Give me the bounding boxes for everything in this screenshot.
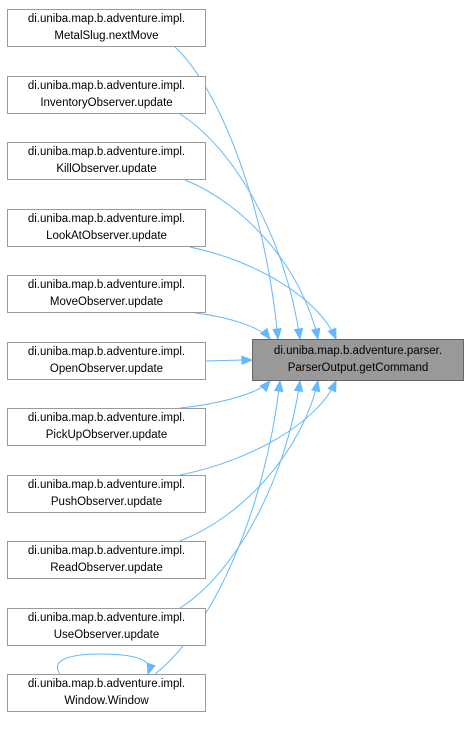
caller-node-package: di.uniba.map.b.adventure.impl. xyxy=(27,213,186,225)
target-node-method: ParserOutput.getCommand xyxy=(287,362,429,374)
target-node-package: di.uniba.map.b.adventure.parser. xyxy=(273,345,443,357)
arrowhead-read-observer-update xyxy=(311,379,321,393)
edge-push-observer-update-to-get-command xyxy=(179,380,337,476)
caller-node-metalslug-next-move[interactable]: di.uniba.map.b.adventure.impl. MetalSlug.… xyxy=(7,9,206,47)
caller-node-push-observer-update[interactable]: di.uniba.map.b.adventure.impl. PushObserv… xyxy=(7,475,206,513)
caller-node-package: di.uniba.map.b.adventure.impl. xyxy=(27,146,186,158)
edge-use-observer-update-to-get-command xyxy=(179,380,301,609)
arrowhead-use-observer-update xyxy=(293,379,304,393)
caller-node-inventory-observer-update[interactable]: di.uniba.map.b.adventure.impl. InventoryO… xyxy=(7,76,206,114)
arrowhead-open-observer-update xyxy=(241,355,254,365)
arrowhead-window-window xyxy=(274,379,284,392)
caller-node-method: PushObserver.update xyxy=(50,496,163,508)
caller-node-method: LookAtObserver.update xyxy=(46,230,167,242)
caller-node-package: di.uniba.map.b.adventure.impl. xyxy=(27,612,186,624)
caller-node-use-observer-update[interactable]: di.uniba.map.b.adventure.impl. UseObserve… xyxy=(7,608,206,646)
arrowhead-move-observer-update xyxy=(259,327,271,341)
caller-node-package: di.uniba.map.b.adventure.impl. xyxy=(27,479,186,491)
arrowhead-push-observer-update xyxy=(327,379,337,393)
caller-node-method: Window.Window xyxy=(64,695,149,707)
caller-node-method: KillObserver.update xyxy=(56,163,157,175)
edge-metalslug-next-move-to-get-command xyxy=(174,46,279,340)
caller-node-window-window[interactable]: di.uniba.map.b.adventure.impl. Window.Win… xyxy=(7,674,206,712)
target-node-parser-output-get-command[interactable]: di.uniba.map.b.adventure.parser. ParserO… xyxy=(252,339,464,381)
edge-read-observer-update-to-get-command xyxy=(179,380,319,542)
arrowhead-window-self-loop xyxy=(146,662,156,676)
caller-node-method: ReadObserver.update xyxy=(50,562,163,574)
caller-node-package: di.uniba.map.b.adventure.impl. xyxy=(27,13,186,25)
caller-node-kill-observer-update[interactable]: di.uniba.map.b.adventure.impl. KillObserv… xyxy=(7,142,206,180)
caller-node-package: di.uniba.map.b.adventure.impl. xyxy=(27,412,186,424)
arrowhead-metalslug-next-move xyxy=(272,328,282,341)
caller-node-method: PickUpObserver.update xyxy=(45,429,168,441)
caller-node-method: UseObserver.update xyxy=(53,629,160,641)
arrowhead-lookat-observer-update xyxy=(327,327,337,341)
caller-node-open-observer-update[interactable]: di.uniba.map.b.adventure.impl. OpenObserv… xyxy=(7,342,206,380)
arrowhead-inventory-observer-update xyxy=(293,327,304,341)
caller-node-package: di.uniba.map.b.adventure.impl. xyxy=(27,279,186,291)
caller-node-package: di.uniba.map.b.adventure.impl. xyxy=(27,346,186,358)
edge-pickup-observer-update-to-get-command xyxy=(179,380,271,409)
caller-node-read-observer-update[interactable]: di.uniba.map.b.adventure.impl. ReadObserv… xyxy=(7,541,206,579)
caller-node-package: di.uniba.map.b.adventure.impl. xyxy=(27,545,186,557)
caller-node-package: di.uniba.map.b.adventure.impl. xyxy=(27,80,186,92)
edge-move-observer-update-to-get-command xyxy=(194,312,271,340)
edge-kill-observer-update-to-get-command xyxy=(184,179,319,340)
edge-lookat-observer-update-to-get-command xyxy=(189,246,337,340)
caller-node-pickup-observer-update[interactable]: di.uniba.map.b.adventure.impl. PickUpObse… xyxy=(7,408,206,446)
edge-window-window-to-get-command xyxy=(154,380,281,675)
arrowhead-kill-observer-update xyxy=(311,327,321,341)
caller-node-move-observer-update[interactable]: di.uniba.map.b.adventure.impl. MoveObserv… xyxy=(7,275,206,313)
caller-node-method: MoveObserver.update xyxy=(49,296,164,308)
caller-node-method: OpenObserver.update xyxy=(49,363,164,375)
edge-inventory-observer-update-to-get-command xyxy=(179,113,301,340)
caller-node-package: di.uniba.map.b.adventure.impl. xyxy=(27,678,186,690)
edge-open-observer-update-to-get-command xyxy=(205,359,243,362)
caller-node-lookat-observer-update[interactable]: di.uniba.map.b.adventure.impl. LookAtObse… xyxy=(7,209,206,247)
caller-node-method: InventoryObserver.update xyxy=(40,97,173,109)
caller-node-method: MetalSlug.nextMove xyxy=(54,30,159,42)
edge-window-self-loop xyxy=(57,653,151,675)
arrowhead-pickup-observer-update xyxy=(259,379,271,392)
